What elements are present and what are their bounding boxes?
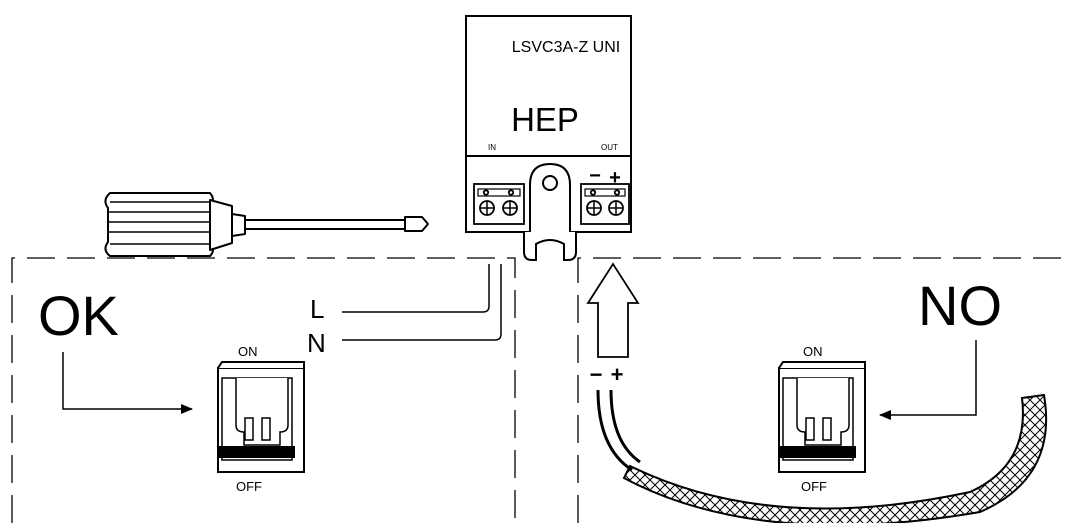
wire-n <box>342 264 502 341</box>
cable-plus-label: + <box>611 362 624 387</box>
ok-label: OK <box>38 284 119 347</box>
out-label: OUT <box>601 143 618 152</box>
mounting-lug <box>529 162 571 232</box>
wire-l <box>342 264 490 313</box>
right-enclosure <box>577 257 1070 523</box>
in-terminal-block-icon <box>473 183 525 225</box>
ok-arrow <box>62 352 193 414</box>
right-switch-on-label: ON <box>803 344 823 359</box>
left-switch-on-label: ON <box>238 344 258 359</box>
cable-minus-label: − <box>590 362 603 387</box>
out-minus-label: − <box>589 165 601 187</box>
no-arrow <box>879 340 977 420</box>
right-wall-switch-icon <box>778 361 866 473</box>
screwdriver-icon <box>104 192 429 257</box>
right-switch-off-label: OFF <box>801 479 827 494</box>
up-arrow-icon <box>586 262 640 358</box>
out-terminal-block-icon <box>580 183 630 225</box>
wire-l-label: L <box>310 294 324 324</box>
in-label: IN <box>488 143 496 152</box>
left-switch-off-label: OFF <box>236 479 262 494</box>
brand-label: HEP <box>511 101 579 138</box>
left-enclosure <box>11 257 516 523</box>
device: LSVC3A-Z UNI HEP IN OUT <box>465 15 632 261</box>
model-label: LSVC3A-Z UNI <box>512 39 620 56</box>
out-plus-label: + <box>609 167 621 189</box>
wire-n-label: N <box>307 328 326 358</box>
mounting-clip <box>523 232 577 261</box>
left-wall-switch-icon <box>217 361 305 473</box>
no-label: NO <box>918 274 1002 337</box>
